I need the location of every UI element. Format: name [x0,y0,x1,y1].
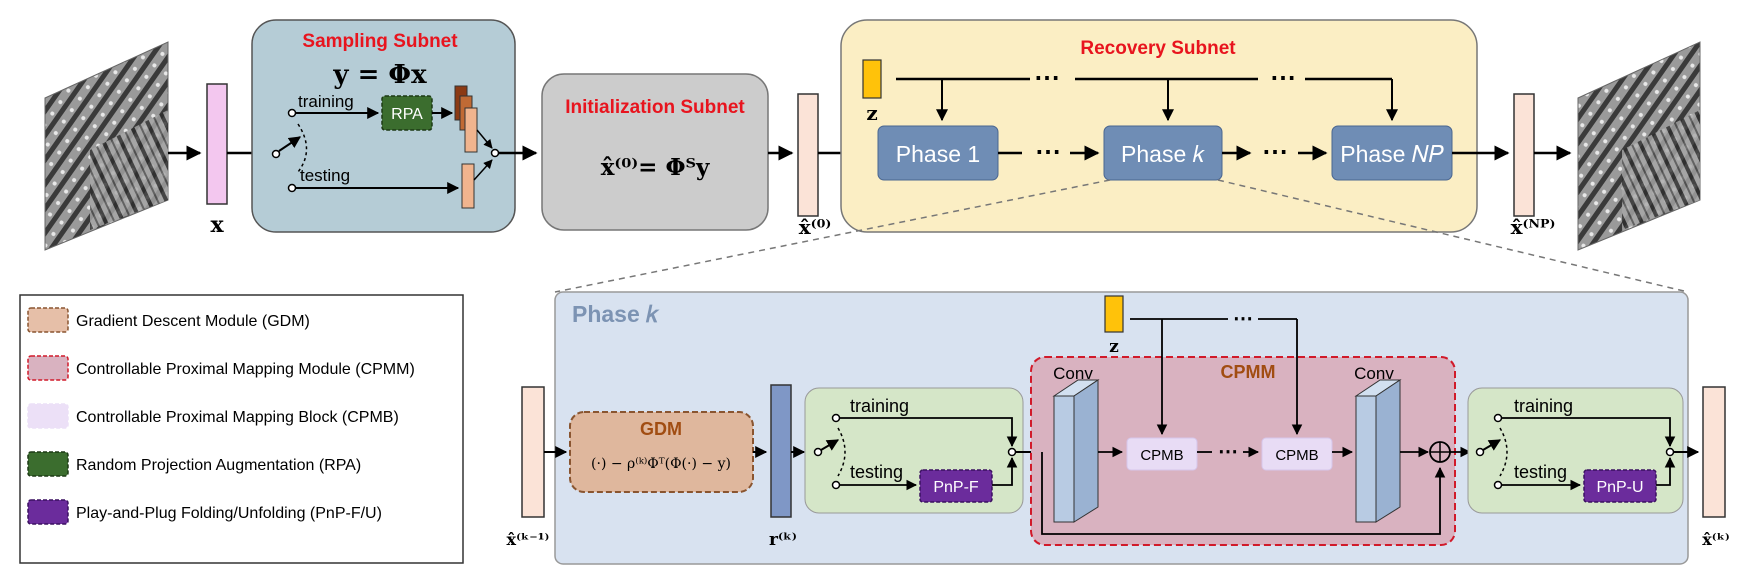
measure-vector-test [461,163,475,209]
output-image [1577,41,1701,251]
init-title: Initialization Subnet [565,97,745,118]
legend-label: Random Projection Augmentation (RPA) [76,457,361,474]
sampling-testing-label: testing [300,166,350,185]
recovery-title: Recovery Subnet [1080,38,1236,59]
legend-item: Controllable Proximal Mapping Module (CP… [27,355,415,381]
testing-node [287,183,297,193]
gdm-equation: (·) − ρ⁽ᵏ⁾Φᵀ(Φ(·) − y) [591,456,731,472]
legend-swatch [27,307,69,333]
pnpu-label: PnP-U [1596,479,1643,496]
zoom-line-right [1217,179,1689,293]
phase-k-detail: Phase 𝑘 x̂⁽ᵏ⁻¹⁾ GDM (·) − ρ⁽ᵏ⁾Φᵀ(Φ(·) − … [507,291,1700,565]
training-label-1: training [850,396,909,416]
legend-label: Play-and-Plug Folding/Unfolding (PnP-F/U… [76,505,382,522]
initialization-subnet: Initialization Subnet x̂⁽⁰⁾= Φᵀy [541,73,769,231]
xk1-vector [521,386,545,518]
cpmm-title: CPMM [1221,362,1276,382]
z-vector-detail [1104,295,1124,333]
cpmb2-label: CPMB [1275,447,1318,464]
rk-vector [770,384,792,518]
phase-k-detail-title: Phase 𝑘 [572,301,660,327]
xnp-vector [1513,93,1535,217]
z-label-top: z [866,101,877,125]
testing-label-2: testing [1514,462,1567,482]
pnp-f-switch: training testing PnP-F [804,387,1024,514]
cpmb-dots: ⋯ [1218,441,1238,463]
legend-label: Controllable Proximal Mapping Block (CPM… [76,409,399,426]
phase-1-label: Phase 1 [896,141,980,167]
legend-swatch [27,355,69,381]
phase-k-label: Phase 𝑘 [1121,141,1206,167]
switch-lever [278,136,301,152]
sampling-title: Sampling Subnet [302,31,458,52]
rpa-block: RPA [381,95,433,131]
z-vector-top [862,59,882,99]
phase-n-block: Phase 𝑁𝑃 [1331,125,1453,181]
legend-label: Controllable Proximal Mapping Module (CP… [76,361,415,378]
testing-label-1: testing [850,462,903,482]
legend-swatch [27,403,69,429]
switch-arc [297,123,308,173]
x-vector [206,83,228,205]
sampling-subnet: Sampling Subnet y = Φx training testing … [251,19,516,233]
xk1-label: x̂⁽ᵏ⁻¹⁾ [507,530,550,549]
training-label-2: training [1514,396,1573,416]
legend: Gradient Descent Module (GDM) Controllabl… [19,294,464,564]
gdm-title: GDM [640,419,682,439]
xnp-label: x̂⁽ᴺᴾ⁾ [1511,215,1556,239]
legend-item: Random Projection Augmentation (RPA) [27,451,361,477]
measure-vector-3 [464,107,478,153]
phase-n-label: Phase 𝑁𝑃 [1340,141,1443,167]
phase-k-block: Phase 𝑘 [1103,125,1223,181]
phase-1-block: Phase 1 [877,125,999,181]
z-dots-1: ⋯ [1034,62,1060,92]
sum-node [1429,441,1451,463]
z-label-detail: z [1109,337,1119,357]
arrow-merge-2 [473,159,493,181]
z-dots-2: ⋯ [1270,62,1296,92]
legend-swatch [27,499,69,525]
conv-block-2 [1354,379,1402,523]
training-node [287,108,297,118]
conv-block-1 [1052,379,1100,523]
legend-item: Gradient Descent Module (GDM) [27,307,310,333]
cpmb-block-1 [1126,437,1198,471]
x0-label: x̂⁽⁰⁾ [799,215,832,239]
legend-item: Play-and-Plug Folding/Unfolding (PnP-F/U… [27,499,382,525]
rpa-label: RPA [391,106,423,123]
pnpf-label: PnP-F [933,479,979,496]
pnp-u-switch: training testing PnP-U [1467,387,1684,514]
sampling-training-label: training [298,92,354,111]
flow-dots-1: ⋯ [1035,136,1061,166]
switch-node [271,149,281,159]
skip-connection [1041,452,1446,535]
z-detail-dots: ⋯ [1233,308,1253,330]
gdm-block: GDM (·) − ρ⁽ᵏ⁾Φᵀ(Φ(·) − y) [569,411,754,493]
cpmm-block: CPMM Conv CPMB ⋯ CPMB Conv [1030,356,1456,546]
xk-label: x̂⁽ᵏ⁾ [1702,530,1729,549]
xk-vector [1702,386,1726,518]
rk-label: r⁽ᵏ⁾ [769,530,797,550]
x-label: x [210,212,224,238]
conv1-label: Conv [1053,364,1093,383]
sampling-equation: y = Φx [332,60,427,90]
conv2-label: Conv [1354,364,1394,383]
init-equation: x̂⁽⁰⁾= Φᵀy [601,154,710,181]
recovery-subnet: Recovery Subnet z ⋯ ⋯ Phase 1 ⋯ Phase 𝑘 … [840,19,1478,233]
legend-label: Gradient Descent Module (GDM) [76,313,310,330]
input-image [44,41,169,251]
x0-vector [797,93,819,217]
arrow-merge-1 [476,129,493,149]
legend-swatch [27,451,69,477]
merge-node [490,148,500,158]
legend-item: Controllable Proximal Mapping Block (CPM… [27,403,399,429]
cpmb-block-2 [1261,437,1333,471]
flow-dots-2: ⋯ [1262,136,1288,166]
cpmb1-label: CPMB [1140,447,1183,464]
